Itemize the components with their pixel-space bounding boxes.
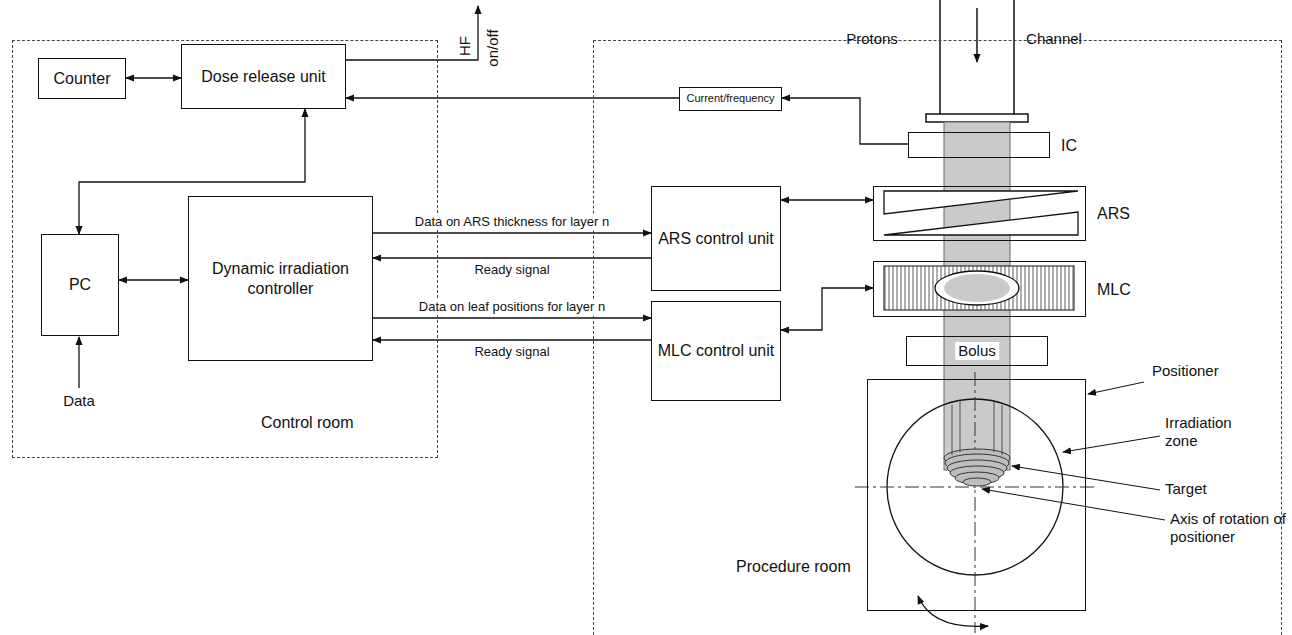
- ars-wedge: [884, 212, 1078, 235]
- part-label: Axis of rotation of positioner: [1170, 510, 1290, 546]
- proton-beam: [944, 122, 1010, 470]
- edge-label: Data on leaf positions for layer n: [417, 299, 607, 314]
- leader-line: [1012, 466, 1160, 490]
- channel-pipe: [940, 0, 1014, 116]
- region-label: Procedure room: [736, 557, 851, 576]
- ars-wedge: [884, 191, 1078, 214]
- signal-connector: [373, 339, 651, 340]
- positioner-box: Positioner: [867, 379, 1086, 611]
- node-label: PC: [65, 273, 95, 296]
- mlc-leaves: [884, 266, 1074, 310]
- channel-flange: [926, 114, 1028, 122]
- node-label: ARS: [1097, 204, 1130, 223]
- leader-line: [1063, 436, 1160, 452]
- signal-name: HF: [456, 36, 473, 56]
- beam-layer-lines: [952, 400, 1002, 455]
- process-box: Dose release unit: [181, 44, 346, 109]
- beam-axis: [975, 372, 976, 633]
- mlc-leaf-bank: [884, 266, 1074, 310]
- ion-chamber: IC: [908, 132, 1050, 158]
- signal-connector: [781, 288, 873, 330]
- data-input-arrow: [78, 337, 79, 388]
- edge-label: Ready signal: [472, 344, 551, 359]
- leader-line: [1088, 382, 1144, 394]
- process-box: Counter: [38, 58, 126, 99]
- node-label: Current/frequency: [682, 90, 778, 107]
- hf-signal-line: [345, 6, 478, 60]
- signal-name: on/off: [484, 29, 501, 66]
- control-unit-box: ARS control unit: [651, 186, 781, 291]
- rotation-axis: [855, 487, 1095, 488]
- node-label: Counter: [50, 67, 115, 90]
- proton-arrow: [976, 8, 978, 62]
- node-label: Bolus: [955, 342, 999, 360]
- signal-connector: [119, 279, 188, 280]
- signal-connector: [373, 257, 651, 258]
- leader-line: [982, 489, 1165, 520]
- part-label: Irradiation zone: [1165, 414, 1257, 450]
- part-label: Target: [1165, 480, 1207, 497]
- signal-connector: [126, 77, 181, 78]
- target-layers: [944, 449, 1010, 486]
- beam-label: Protons: [846, 30, 898, 47]
- computer-box: PC: [41, 234, 119, 336]
- node-label: MLC: [1097, 280, 1131, 299]
- edge-label: Ready signal: [472, 262, 551, 277]
- node-label: MLC control unit: [654, 339, 779, 362]
- room-region: Procedure room Current/frequencyIC ARS con…: [593, 40, 1282, 635]
- node-label: ARS control unit: [654, 227, 778, 250]
- node-label: Dynamic irradiation controller: [189, 257, 372, 299]
- signal-connector: [346, 97, 679, 98]
- signal-connector: [373, 317, 651, 318]
- part-label: Channel: [1026, 30, 1082, 47]
- multileaf-collimator: MLC: [873, 261, 1086, 317]
- converter-box: Current/frequency: [679, 87, 782, 111]
- mlc-beam: [944, 274, 1010, 302]
- range-shifter: ARS: [873, 186, 1086, 241]
- input-label: Data: [63, 392, 95, 409]
- rotation-arrow: [918, 596, 988, 626]
- node-label: IC: [1061, 136, 1077, 155]
- control-unit-box: MLC control unit: [651, 301, 781, 401]
- bolus-block: Bolus: [906, 336, 1048, 366]
- signal-connector: [782, 98, 908, 144]
- signal-connector: [373, 232, 651, 233]
- controller-box: Dynamic irradiation controller: [188, 196, 373, 361]
- signal-connector: [781, 199, 873, 200]
- node-label: Dose release unit: [197, 65, 330, 88]
- region-label: Control room: [261, 413, 353, 432]
- edge-label: Data on ARS thickness for layer n: [413, 214, 611, 229]
- mlc-aperture: [935, 271, 1019, 305]
- node-label: Positioner: [1152, 362, 1219, 380]
